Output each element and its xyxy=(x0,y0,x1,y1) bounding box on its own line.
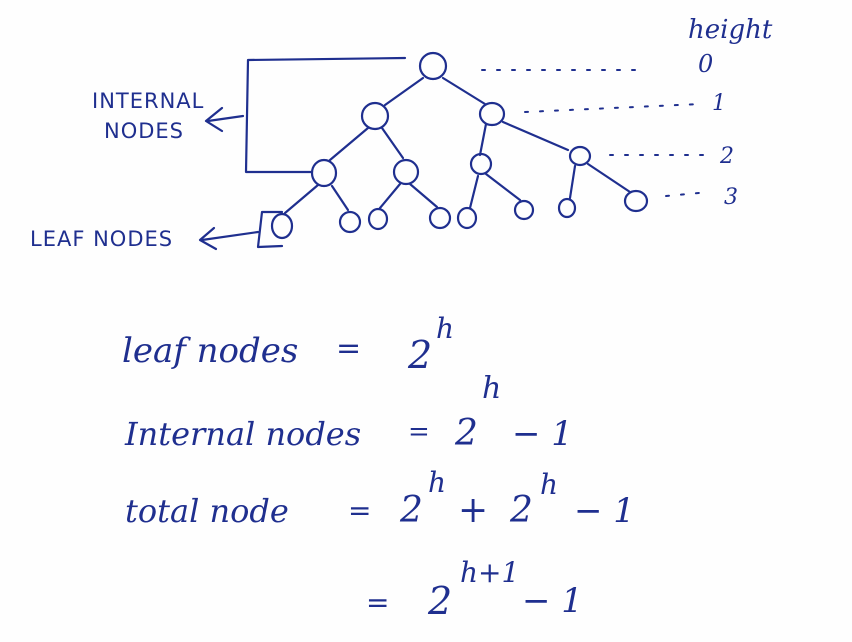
leaf-node xyxy=(338,210,362,234)
edge xyxy=(408,182,439,209)
tree-edges xyxy=(283,76,632,215)
formula-exponent: h+1 xyxy=(460,556,519,589)
edge xyxy=(586,162,632,194)
formula-leaf: leaf nodes = 2 h xyxy=(122,312,454,377)
level-1-label: 1 xyxy=(712,91,726,116)
internal-arrow-shaft xyxy=(206,114,245,123)
level-0-label: 0 xyxy=(698,50,713,78)
edge xyxy=(328,126,370,162)
formula-tail: − 1 xyxy=(512,414,573,454)
internal-node xyxy=(478,101,506,127)
edge xyxy=(283,183,320,215)
level-2-label: 2 xyxy=(719,144,734,169)
formula-exponent: h xyxy=(482,371,501,406)
edge xyxy=(378,182,402,210)
formula-equals: = xyxy=(366,586,389,619)
edge xyxy=(484,172,522,202)
leaf-arrow-head xyxy=(198,226,218,251)
formula-base: 2 xyxy=(509,490,533,531)
formula-total: total node = 2 h + 2 h − 1 xyxy=(125,466,635,531)
formula-exponent: h xyxy=(540,468,558,501)
leaf-node xyxy=(367,207,389,231)
formula-exponent: h xyxy=(428,466,446,499)
leaf-node xyxy=(428,206,452,230)
edge xyxy=(383,76,425,107)
leaf-node xyxy=(623,189,649,213)
formula-base: 2 xyxy=(399,490,423,531)
level-3-label: 3 xyxy=(724,185,738,210)
height-label: height xyxy=(688,15,773,45)
formula-base: 2 xyxy=(454,413,478,454)
leaf-node xyxy=(270,212,294,240)
formula-equals: = xyxy=(336,331,361,366)
edge xyxy=(330,184,350,212)
edge xyxy=(501,120,570,152)
internal-nodes-label-line1: INTERNAL xyxy=(92,89,204,113)
formula-base: 2 xyxy=(407,333,432,377)
leaf-node xyxy=(456,206,478,230)
formula-equals: = xyxy=(348,494,371,527)
level-3-guide xyxy=(665,191,711,197)
formula-internal-label: Internal nodes xyxy=(124,415,361,453)
internal-arrow-head xyxy=(204,106,224,133)
internal-nodes-label-line2: NODES xyxy=(104,119,184,143)
edge xyxy=(568,164,577,200)
internal-node xyxy=(392,158,420,186)
formula-tail: − 1 xyxy=(574,491,635,531)
edge xyxy=(468,174,480,210)
leaf-arrow-shaft xyxy=(200,230,260,242)
formula-leaf-label: leaf nodes xyxy=(122,331,298,371)
internal-node xyxy=(469,152,493,176)
edge xyxy=(380,126,405,160)
root-node xyxy=(418,51,448,81)
formula-internal: Internal nodes = 2 h − 1 xyxy=(124,371,573,454)
level-1-guide xyxy=(524,103,701,113)
leaf-nodes-bracket xyxy=(256,210,284,249)
formula-exponent: h xyxy=(436,312,454,345)
internal-node xyxy=(310,158,338,188)
formula-base: 2 xyxy=(427,579,452,623)
internal-node xyxy=(568,145,592,167)
internal-nodes-bracket xyxy=(244,56,407,174)
formula-equals: = xyxy=(408,417,430,447)
leaf-node xyxy=(557,197,577,219)
leaf-node xyxy=(513,199,535,221)
edge xyxy=(478,122,488,157)
formula-final: = 2 h+1 − 1 xyxy=(366,556,583,623)
formula-total-label: total node xyxy=(125,492,289,530)
tree-nodes xyxy=(270,51,649,240)
formula-tail: − 1 xyxy=(522,581,583,621)
edge xyxy=(441,76,487,106)
leaf-nodes-label: LEAF NODES xyxy=(30,227,173,251)
internal-node xyxy=(360,101,390,131)
formula-plus: + xyxy=(458,490,488,531)
